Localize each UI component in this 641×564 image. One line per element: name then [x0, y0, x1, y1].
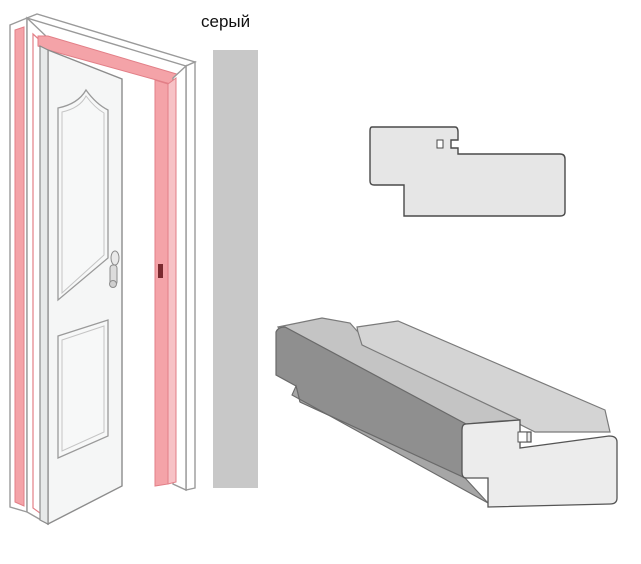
- profile-lower-strip: [291, 384, 489, 504]
- door-lower-panel: [57, 319, 109, 459]
- frame-right-jamb-edge: [167, 77, 177, 485]
- profile-end-cap: [461, 419, 618, 508]
- door-upper-panel-inner: [61, 95, 105, 295]
- strike-plate-slot: [158, 264, 163, 278]
- swatch-label: серый: [201, 12, 251, 31]
- frame-left-jamb-highlight: [14, 26, 25, 507]
- cross-section-groove: [436, 139, 444, 149]
- gray-color-swatch: [213, 50, 258, 488]
- door-handle: [109, 250, 120, 288]
- door-leaf-edge: [39, 45, 49, 525]
- door-lower-panel-inner: [61, 325, 105, 452]
- cross-section-outline: [369, 126, 566, 217]
- door-upper-panel: [57, 88, 109, 302]
- profile-end-cap-groove: [517, 431, 528, 443]
